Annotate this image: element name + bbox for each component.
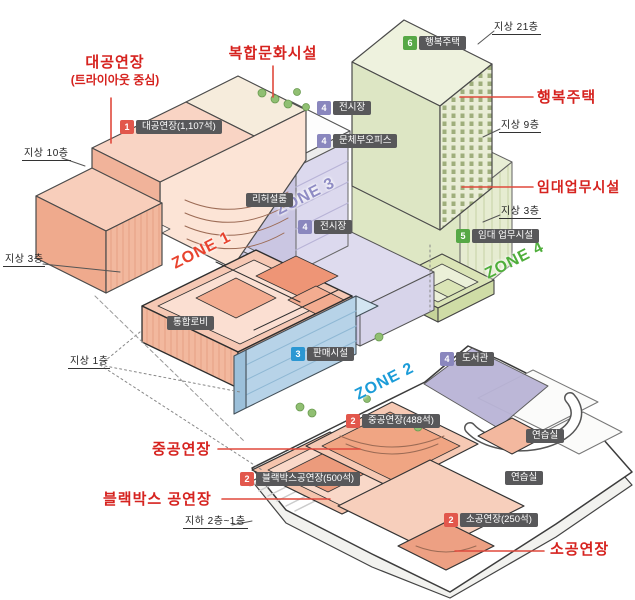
pin-exhibition-upper-label: 전시장 (333, 101, 372, 115)
pin-blackbox-theater-label: 블랙박스공연장(500석) (256, 472, 361, 486)
level-ground-1f: 지상 1층 (68, 352, 111, 369)
pin-happy-housing: 6 행복주택 (403, 36, 466, 50)
callout-rental-office-title: 임대업무시설 (537, 179, 621, 195)
pin-exhibition-lower: 4 전시장 (298, 220, 353, 234)
pin-rental-office-number: 5 (456, 229, 470, 243)
level-basement-2f-1f: 지하 2층~1층 (183, 512, 248, 529)
pin-exhibition-lower-label: 전시장 (314, 220, 353, 234)
callout-happy-housing: 행복주택 (537, 89, 596, 108)
pin-library-number: 4 (440, 352, 454, 366)
pin-library-label: 도서관 (456, 352, 495, 366)
pin-ministry-office: 4 문체부오피스 (317, 134, 398, 148)
callout-medium-theater: 중공연장 (152, 441, 211, 460)
callout-cultural-complex-title: 복합문화시설 (228, 45, 318, 62)
pin-retail: 3 판매시설 (291, 347, 354, 361)
pin-small-theater-label: 소공연장(250석) (460, 513, 538, 527)
level-ground-3f-right: 지상 3층 (499, 202, 542, 219)
pin-happy-housing-number: 6 (403, 36, 417, 50)
callout-blackbox-theater-title: 블랙박스 공연장 (103, 491, 212, 508)
pin-grand-theater-number: 1 (120, 120, 134, 134)
pin-medium-theater: 2 중공연장(488석) (346, 414, 440, 428)
pin-rental-office-label: 임대 업무시설 (472, 229, 540, 243)
level-ground-3f-left: 지상 3층 (3, 250, 46, 267)
pin-grand-theater: 1 대공연장(1,107석) (120, 120, 222, 134)
callout-small-theater-title: 소공연장 (550, 541, 610, 558)
pin-ministry-office-label: 문체부오피스 (333, 134, 398, 148)
callout-cultural-complex: 복합문화시설 (222, 45, 324, 64)
room-tag-practice-upper: 연습실 (526, 429, 565, 443)
pin-rental-office: 5 임대 업무시설 (456, 229, 540, 243)
callout-rental-office: 임대업무시설 (537, 179, 620, 197)
room-tag-rehearsal: 리허설룸 (246, 193, 293, 207)
level-tick-lines (42, 30, 501, 526)
callout-grand-theater-sub: (트라이아웃 중심) (70, 72, 160, 87)
pin-small-theater-number: 2 (444, 513, 458, 527)
callout-blackbox-theater: 블랙박스 공연장 (103, 491, 212, 510)
guide-lines (94, 244, 431, 471)
level-ground-9f: 지상 9층 (499, 116, 542, 133)
pin-retail-label: 판매시설 (307, 347, 354, 361)
pin-medium-theater-number: 2 (346, 414, 360, 428)
pin-library: 4 도서관 (440, 352, 495, 366)
pin-exhibition-upper: 4 전시장 (317, 101, 372, 115)
pin-exhibition-lower-number: 4 (298, 220, 312, 234)
callout-medium-theater-title: 중공연장 (152, 441, 212, 458)
callout-small-theater: 소공연장 (550, 541, 609, 560)
pin-blackbox-theater: 2 블랙박스공연장(500석) (240, 472, 361, 486)
pin-grand-theater-label: 대공연장(1,107석) (136, 120, 222, 134)
pin-happy-housing-label: 행복주택 (419, 36, 466, 50)
callout-grand-theater: 대공연장 (트라이아웃 중심) (55, 54, 175, 88)
pin-blackbox-theater-number: 2 (240, 472, 254, 486)
pin-small-theater: 2 소공연장(250석) (444, 513, 538, 527)
callout-happy-housing-title: 행복주택 (537, 89, 597, 106)
callout-grand-theater-title: 대공연장 (85, 54, 145, 71)
level-ground-21f: 지상 21층 (492, 18, 541, 35)
pin-ministry-office-number: 4 (317, 134, 331, 148)
level-ground-10f: 지상 10층 (22, 144, 71, 161)
red-leader-lines (110, 65, 545, 552)
pin-retail-number: 3 (291, 347, 305, 361)
pin-exhibition-upper-number: 4 (317, 101, 331, 115)
room-tag-practice-lower: 연습실 (505, 471, 544, 485)
room-tag-lobby: 통합로비 (167, 316, 214, 330)
pin-medium-theater-label: 중공연장(488석) (362, 414, 440, 428)
